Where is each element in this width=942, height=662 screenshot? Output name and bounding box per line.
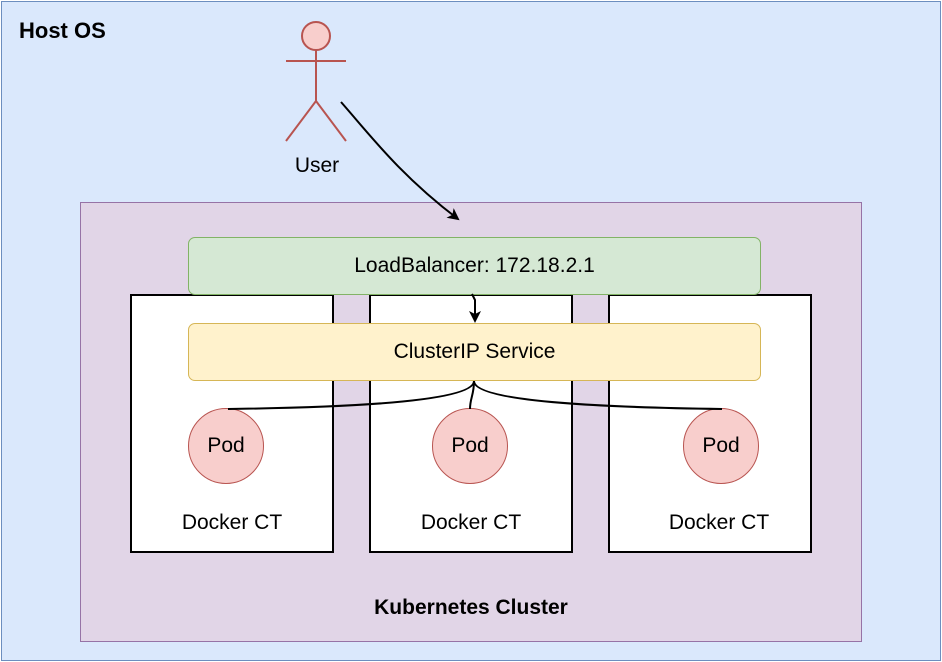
pod-1: Pod [188,408,264,484]
pod-3: Pod [683,408,759,484]
user-to-loadbalancer-arrow [340,101,460,221]
clusterip-service-label: ClusterIP Service [393,340,556,363]
pod-2: Pod [432,408,508,484]
kubernetes-cluster-label: Kubernetes Cluster [374,596,568,619]
pod-3-label: Pod [702,434,740,457]
pod-1-label: Pod [207,434,245,457]
loadbalancer-to-service-arrow [469,293,481,323]
host-os-label: Host OS [19,18,106,43]
service-to-pod-2-connector [469,380,475,410]
user-icon [285,21,347,142]
load-balancer-box: LoadBalancer: 172.18.2.1 [188,237,761,295]
pod-2-label: Pod [451,434,489,457]
user-label: User [294,154,340,177]
docker-container-1-label: Docker CT [181,511,283,534]
service-to-pod-1-connector [227,380,475,410]
service-to-pod-3-connector [473,380,723,410]
clusterip-service-box: ClusterIP Service [188,323,761,381]
load-balancer-label: LoadBalancer: 172.18.2.1 [354,254,595,277]
docker-container-3-label: Docker CT [668,511,770,534]
docker-container-2-label: Docker CT [420,511,522,534]
